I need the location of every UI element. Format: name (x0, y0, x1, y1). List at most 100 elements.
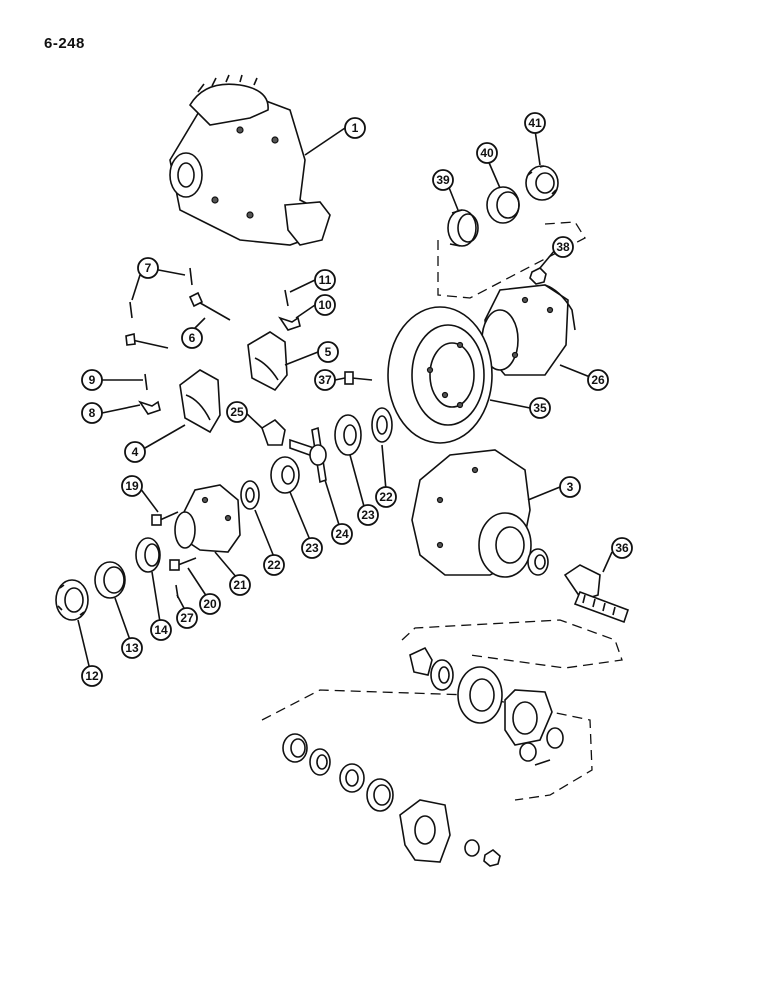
ring-gear-35 (387, 306, 493, 444)
bolt-6-upper (188, 291, 231, 321)
oil-seal (366, 778, 394, 812)
seal-small (546, 727, 564, 749)
callout-23-lower: 23 (301, 537, 323, 559)
callout-21: 21 (229, 574, 251, 596)
callout-7: 7 (137, 257, 159, 279)
pinion-retainer (504, 689, 553, 746)
svg-text:25: 25 (230, 405, 244, 419)
callout-4: 4 (124, 441, 146, 463)
svg-text:22: 22 (267, 558, 281, 572)
shim-plate (457, 666, 503, 724)
cotter-pin-7b (129, 301, 133, 319)
svg-text:6: 6 (189, 331, 196, 345)
svg-text:11: 11 (319, 273, 332, 287)
callout-26: 26 (587, 369, 609, 391)
callout-5: 5 (317, 341, 339, 363)
bearing-cap-5 (247, 331, 288, 392)
svg-text:35: 35 (533, 401, 547, 415)
bearing-cone-14 (135, 537, 161, 573)
pin-11 (284, 289, 289, 307)
svg-text:7: 7 (145, 261, 152, 275)
svg-text:5: 5 (325, 345, 332, 359)
companion-yoke (399, 799, 451, 863)
bolt-6-lower (125, 332, 169, 349)
callout-8: 8 (81, 402, 103, 424)
callout-6: 6 (181, 327, 203, 349)
callout-40: 40 (476, 142, 498, 164)
bolt-37 (344, 371, 373, 385)
svg-text:14: 14 (154, 623, 168, 637)
svg-text:24: 24 (335, 527, 349, 541)
bearing-cap-4 (179, 369, 221, 434)
callout-38: 38 (552, 236, 574, 258)
yoke-group-outline (261, 689, 593, 801)
callout-22-left: 22 (263, 554, 285, 576)
svg-text:37: 37 (318, 373, 332, 387)
lock-10 (278, 316, 301, 331)
gear-small (519, 742, 537, 762)
drive-pinion-36 (563, 564, 630, 624)
svg-text:36: 36 (615, 541, 629, 555)
pinion-bearing-cone (430, 659, 454, 691)
differential-case-21 (174, 484, 241, 553)
callout-19: 19 (121, 475, 143, 497)
page-title: 6-248 (44, 35, 85, 52)
thrust-washer-22-upper (371, 407, 393, 443)
callout-41: 41 (524, 112, 546, 134)
pin-9 (144, 373, 148, 391)
bolt-small (534, 759, 551, 766)
cotter-pin-7a (189, 267, 193, 286)
differential-case-26 (481, 284, 576, 376)
svg-text:41: 41 (528, 116, 542, 130)
carrier-housing-3 (411, 449, 532, 578)
svg-text:27: 27 (180, 611, 194, 625)
svg-text:40: 40 (480, 146, 494, 160)
side-gear-23-lower (270, 456, 300, 494)
bearing-cup-13 (94, 561, 126, 599)
svg-text:13: 13 (125, 641, 139, 655)
nut-38 (529, 267, 547, 285)
svg-text:4: 4 (132, 445, 139, 459)
spacer-ring (339, 763, 365, 793)
callout-22-right: 22 (375, 486, 397, 508)
bolt-20 (169, 557, 197, 571)
svg-text:19: 19 (125, 479, 139, 493)
callout-36: 36 (611, 537, 633, 559)
bearing-cone-lower (309, 748, 331, 776)
bearing-cone-39 (447, 209, 479, 247)
callout-3: 3 (559, 476, 581, 498)
callout-9: 9 (81, 369, 103, 391)
callout-13: 13 (121, 637, 143, 659)
callout-24: 24 (331, 523, 353, 545)
leader-lines (77, 127, 613, 671)
pinion-bearing (527, 548, 549, 576)
bolt-19 (151, 511, 179, 526)
callout-12: 12 (81, 665, 103, 687)
spider-24 (289, 426, 327, 484)
pinion-nut (483, 849, 501, 867)
svg-text:23: 23 (361, 508, 375, 522)
svg-text:39: 39 (436, 173, 450, 187)
differential-carrier-assembly (169, 74, 331, 246)
pinion-gear-25 (261, 418, 286, 446)
svg-text:21: 21 (233, 578, 247, 592)
svg-text:26: 26 (591, 373, 605, 387)
svg-text:9: 9 (89, 373, 96, 387)
callout-37: 37 (314, 369, 336, 391)
washer-lower (464, 839, 480, 857)
svg-text:1: 1 (352, 121, 359, 135)
callout-39: 39 (432, 169, 454, 191)
callout-25: 25 (226, 401, 248, 423)
adjusting-nut-41 (525, 165, 559, 201)
callout-14: 14 (150, 619, 172, 641)
callout-1: 1 (344, 117, 366, 139)
adjusting-nut-12 (55, 579, 89, 621)
side-gear-23-upper (334, 414, 362, 456)
svg-text:12: 12 (85, 669, 99, 683)
svg-text:3: 3 (567, 480, 574, 494)
svg-text:22: 22 (379, 490, 393, 504)
svg-text:23: 23 (305, 541, 319, 555)
svg-text:38: 38 (556, 240, 570, 254)
pinion-gear-small (409, 646, 433, 676)
